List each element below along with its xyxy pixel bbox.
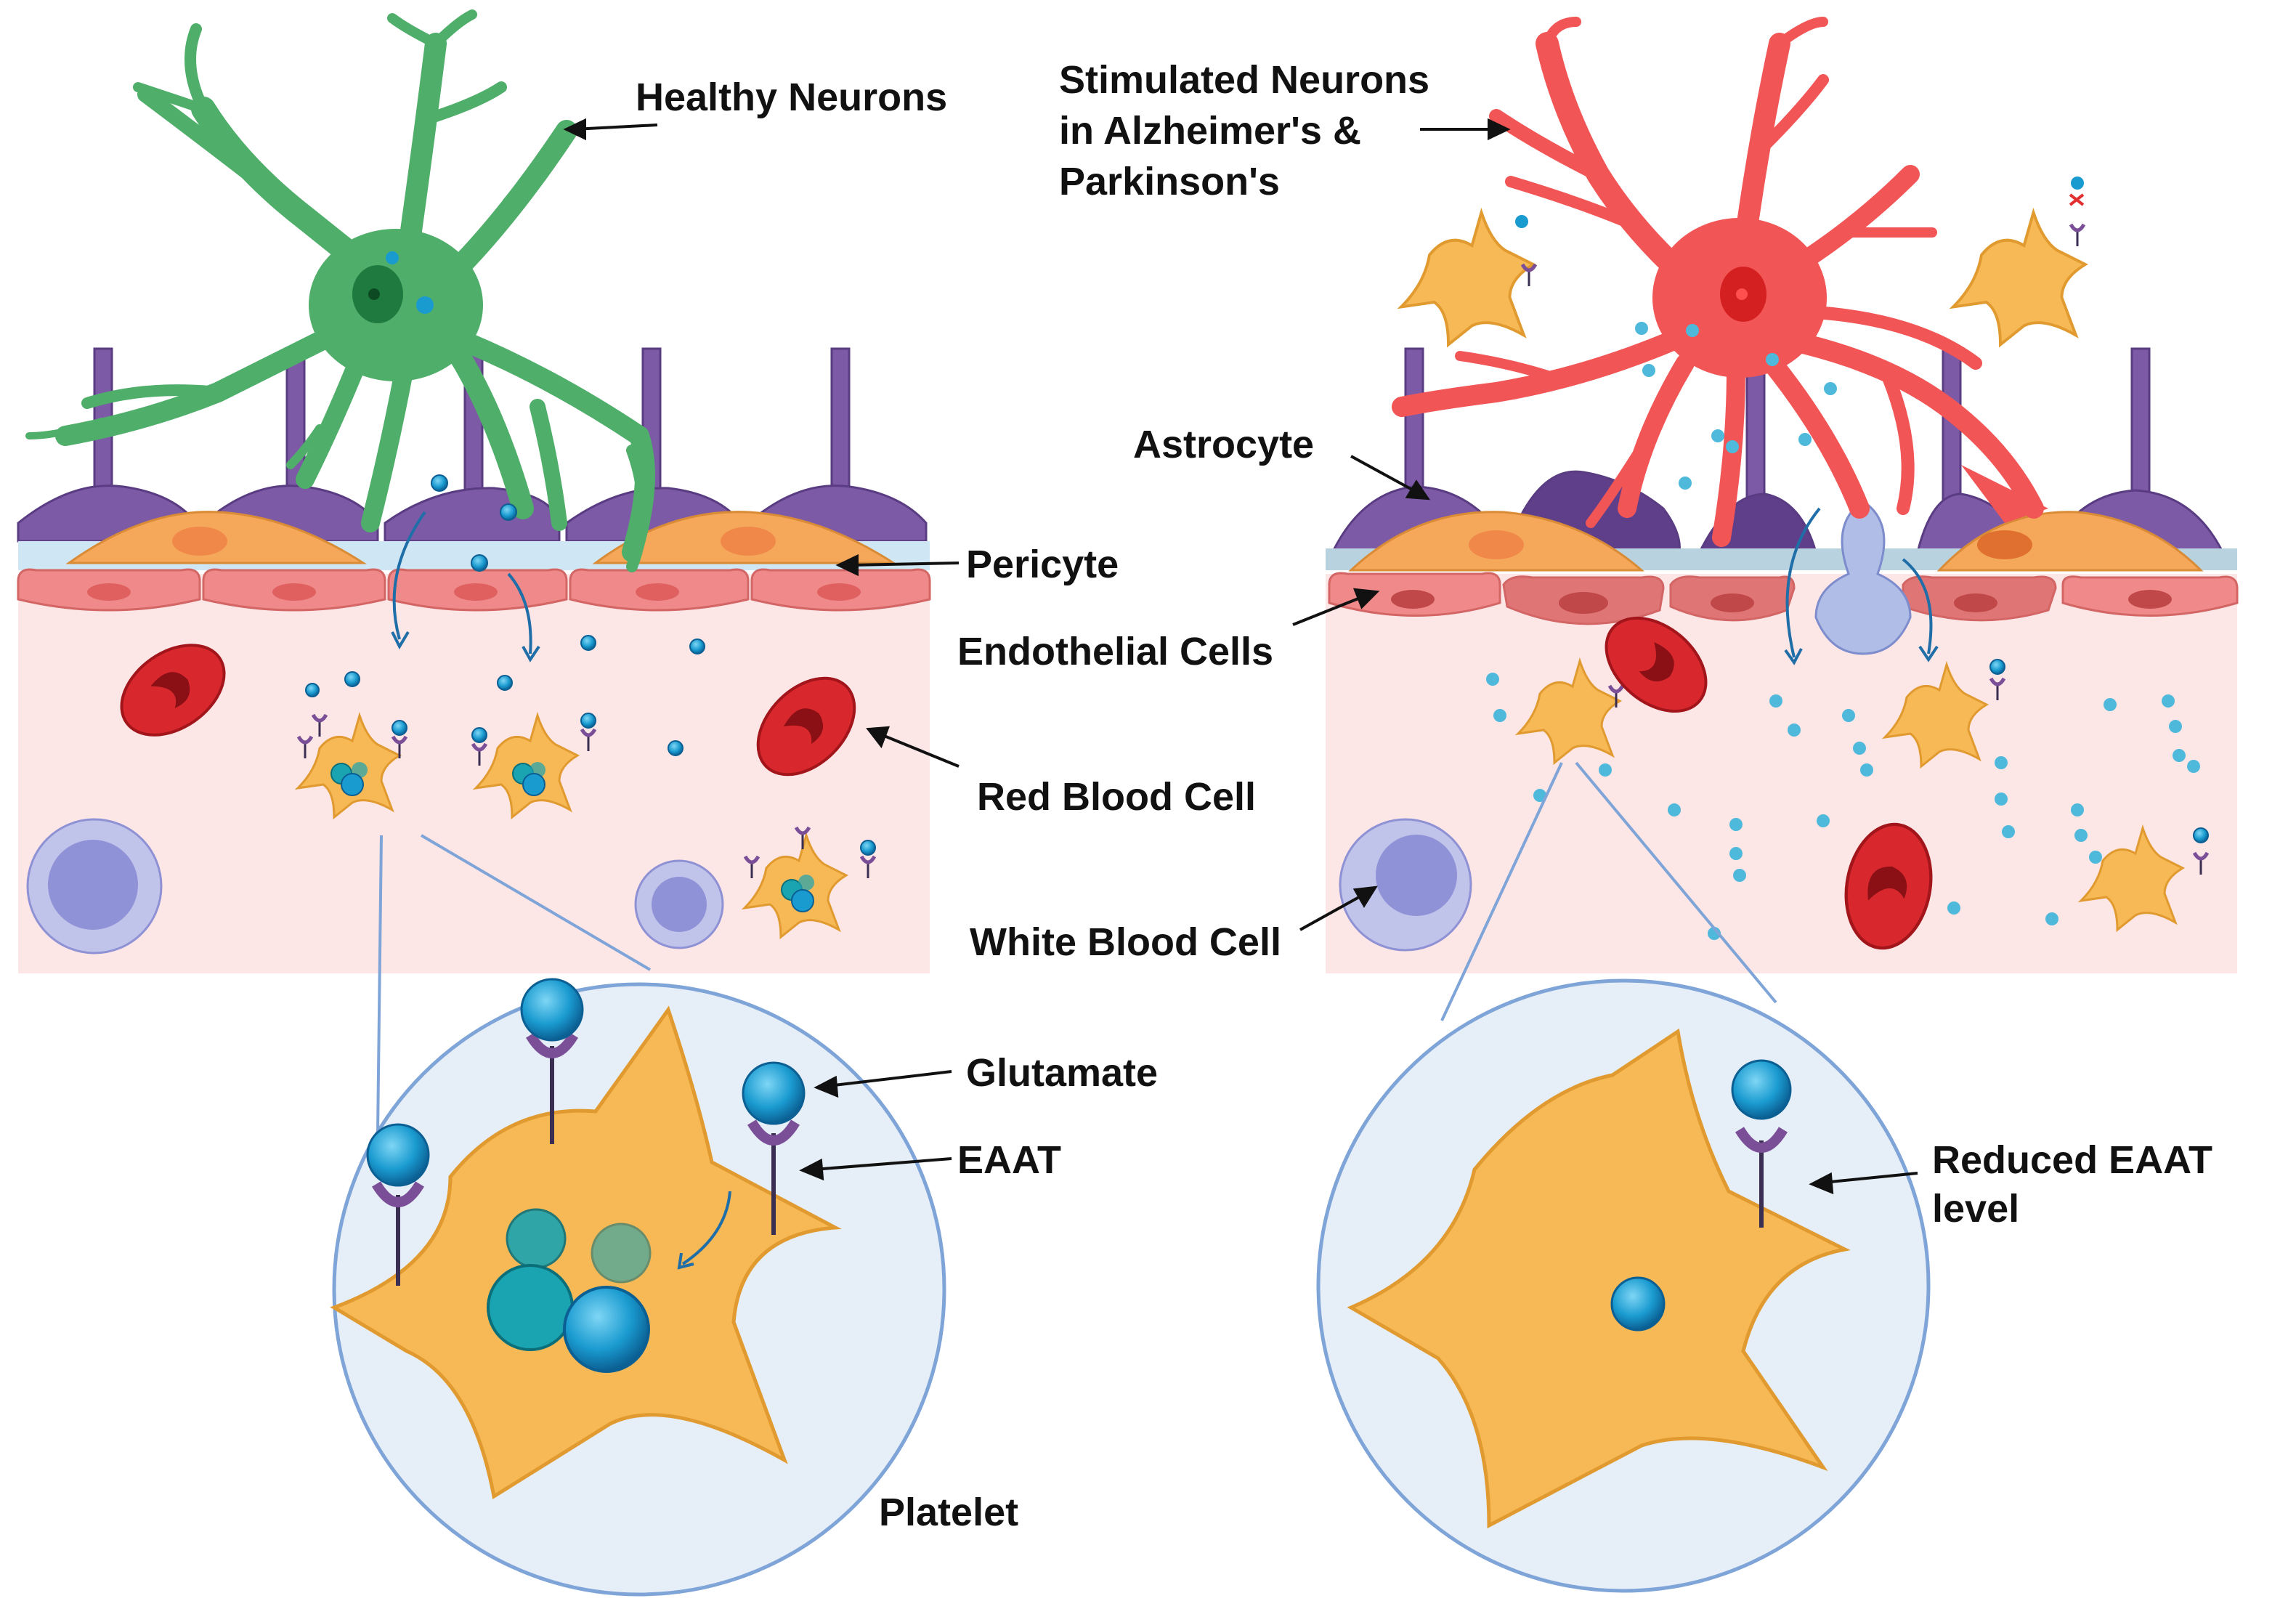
platelet-large-right (1347, 1028, 1851, 1529)
label-arrows (563, 118, 1918, 1195)
zoom-circle-right (1316, 978, 1931, 1593)
astrocyte-floating-2 (1952, 211, 2087, 346)
label-eaat: EAAT (957, 1138, 1061, 1182)
label-reduced-eaat-line1: Reduced EAAT (1932, 1138, 2212, 1182)
label-reduced-eaat-line2: level (1932, 1187, 2019, 1231)
platelet-small-2 (472, 713, 596, 819)
label-stimulated-line3: Parkinson's (1059, 160, 1280, 203)
pericyte-cells-right (1348, 511, 2204, 572)
label-white-blood-cell: White Blood Cell (970, 920, 1281, 964)
endothelial-nuclei-right (1391, 590, 2172, 614)
glutamate-flow-arrows-right (1784, 507, 1939, 665)
white-blood-cell-left-2 (634, 859, 724, 949)
healthy-neuron (25, 9, 655, 572)
label-red-blood-cell: Red Blood Cell (977, 775, 1256, 819)
glutamate-molecules-left (305, 474, 705, 756)
label-healthy-neurons: Healthy Neurons (636, 76, 947, 119)
platelet-large-left (330, 1005, 842, 1500)
eaat-receptor (366, 1123, 430, 1286)
pericyte-cells (65, 511, 898, 564)
label-astrocyte: Astrocyte (1133, 423, 1314, 466)
white-blood-cell-left-1 (26, 818, 163, 954)
platelet-small-3 (743, 827, 875, 939)
eaat-receptor-reduced (1731, 1059, 1792, 1228)
endothelial-nuclei (87, 583, 861, 601)
label-endothelial-cells: Endothelial Cells (957, 630, 1273, 673)
vascular-leak-droplet (1814, 500, 1912, 655)
label-glutamate: Glutamate (966, 1051, 1158, 1095)
zoom-circle-left (330, 978, 946, 1597)
eaat-receptor (742, 1061, 806, 1235)
white-blood-cell-right (1339, 818, 1472, 952)
label-stimulated-line2: in Alzheimer's & (1059, 109, 1361, 153)
eaat-receptor (520, 978, 584, 1144)
astrocyte-floating-1 (1400, 211, 1535, 346)
blocked-x-icon (2069, 193, 2085, 206)
healthy-panel (17, 9, 946, 1597)
disease-panel (1316, 17, 2239, 1593)
platelet-small-1 (296, 715, 407, 819)
label-stimulated-line1: Stimulated Neurons (1059, 58, 1429, 102)
label-platelet: Platelet (879, 1491, 1018, 1534)
label-pericyte: Pericyte (966, 543, 1119, 586)
blood-vessel-lumen-right (1326, 574, 2237, 973)
glutamate-flow-arrows (391, 511, 540, 662)
